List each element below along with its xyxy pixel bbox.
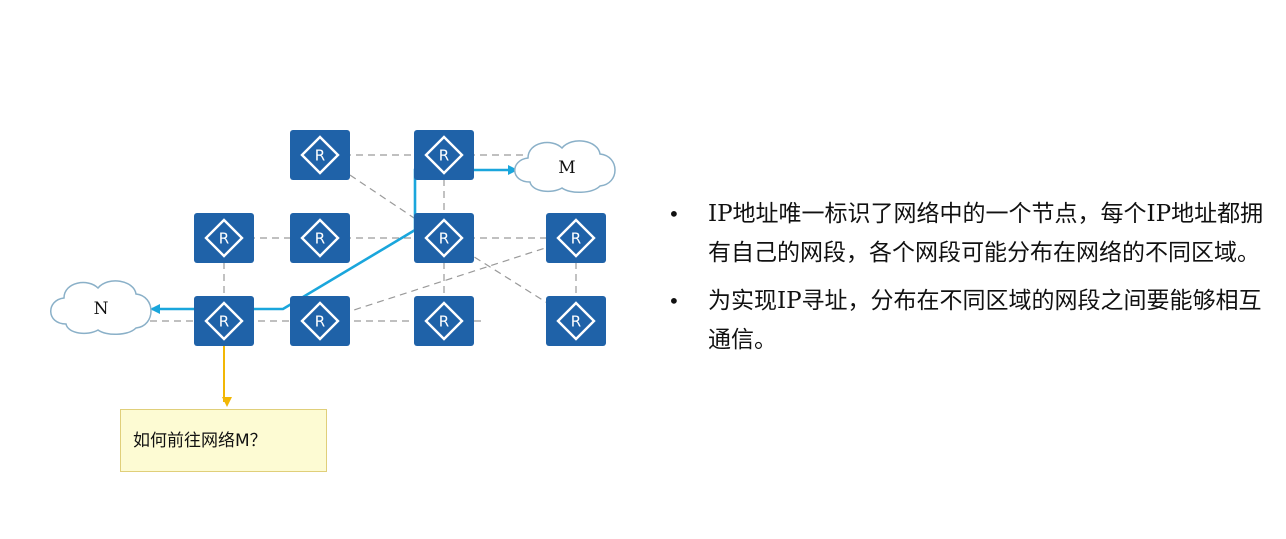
router-label: R xyxy=(315,230,325,248)
router-label: R xyxy=(439,313,449,331)
router-icon: R xyxy=(194,296,254,346)
bullet-dot-icon: • xyxy=(668,202,680,226)
bullet-text: 为实现IP寻址，分布在不同区域的网段之间要能够相互通信。 xyxy=(708,288,1262,353)
router-icon: R xyxy=(546,296,606,346)
cloud-network-m: M xyxy=(514,140,616,193)
network-diagram: M N R R R R R R R R R R xyxy=(50,130,616,407)
cloud-network-n: N xyxy=(50,280,152,335)
bullet-text: IP地址唯一标识了网络中的一个节点，每个IP地址都拥有自己的网段，各个网段可能分… xyxy=(708,201,1264,266)
router-label: R xyxy=(219,230,229,248)
cloud-m-label: M xyxy=(558,158,575,178)
question-note-text: 如何前往网络M？ xyxy=(133,431,267,451)
routers: R R R R R R R R R R xyxy=(194,130,606,346)
bullet-item: • 为实现IP寻址，分布在不同区域的网段之间要能够相互通信。 xyxy=(668,282,1268,359)
router-label: R xyxy=(439,230,449,248)
router-icon: R xyxy=(414,296,474,346)
router-label: R xyxy=(571,313,581,331)
router-label: R xyxy=(315,147,325,165)
bullet-item: • IP地址唯一标识了网络中的一个节点，每个IP地址都拥有自己的网段，各个网段可… xyxy=(668,195,1268,272)
router-icon: R xyxy=(290,296,350,346)
router-icon: R xyxy=(546,213,606,263)
bullet-list: • IP地址唯一标识了网络中的一个节点，每个IP地址都拥有自己的网段，各个网段可… xyxy=(668,195,1268,369)
router-label: R xyxy=(439,147,449,165)
question-note: 如何前往网络M？ xyxy=(120,409,327,472)
router-icon: R xyxy=(290,213,350,263)
bullet-dot-icon: • xyxy=(668,289,680,313)
router-icon: R xyxy=(290,130,350,180)
cloud-n-label: N xyxy=(94,299,109,319)
router-label: R xyxy=(315,313,325,331)
router-icon: R xyxy=(194,213,254,263)
router-label: R xyxy=(219,313,229,331)
router-label: R xyxy=(571,230,581,248)
router-icon: R xyxy=(414,130,474,180)
router-icon: R xyxy=(414,213,474,263)
